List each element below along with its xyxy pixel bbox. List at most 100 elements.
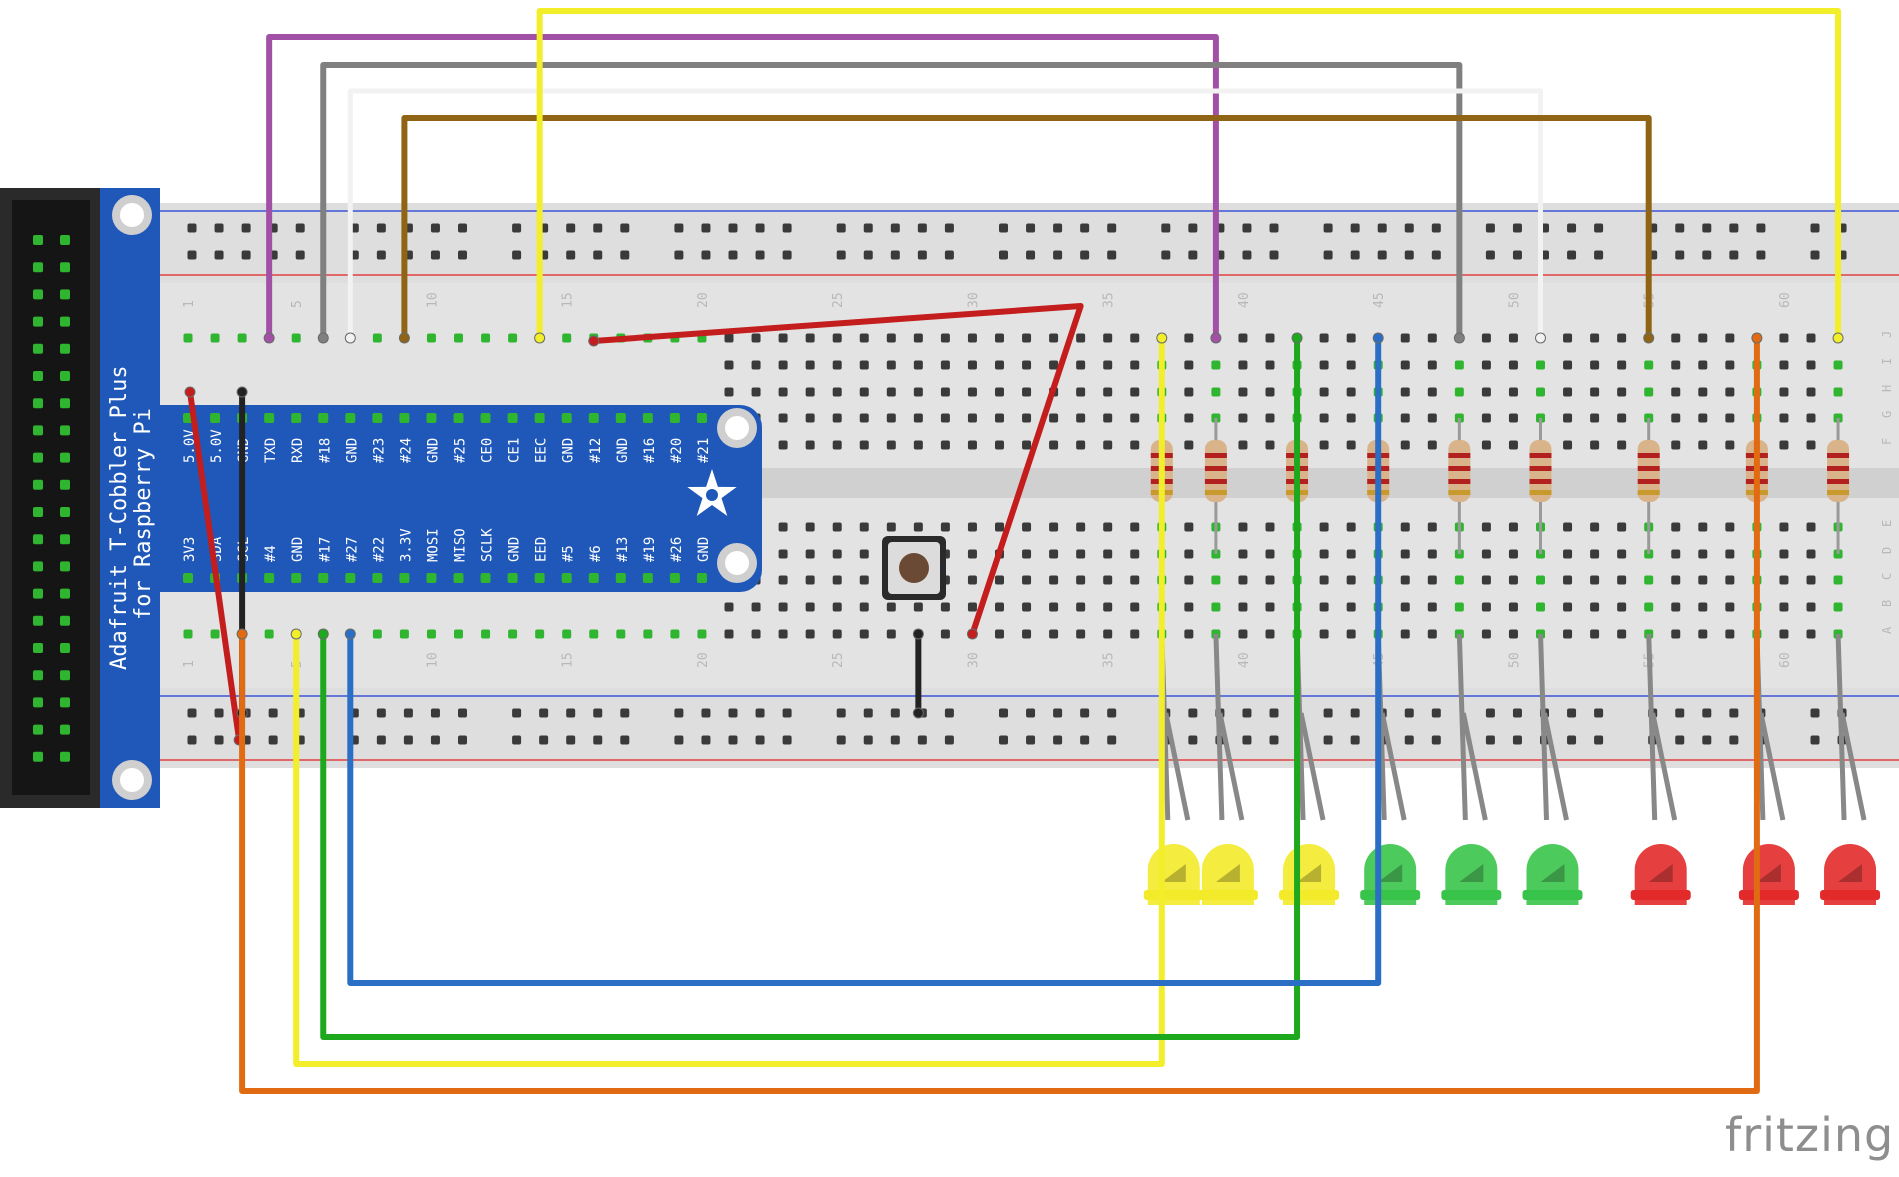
wire-blue xyxy=(347,338,1382,986)
breadboard-hole xyxy=(1319,602,1329,612)
breadboard-hole xyxy=(832,629,842,639)
cobbler-pin xyxy=(615,573,626,583)
wire-end xyxy=(398,332,410,344)
rail-hole xyxy=(1080,223,1090,233)
led-lead xyxy=(1538,633,1549,821)
rail-hole xyxy=(701,735,711,745)
breadboard-hole xyxy=(1779,333,1789,343)
column-number: 15 xyxy=(561,292,576,308)
breadboard-hole xyxy=(1427,522,1437,532)
gpio-header-pin xyxy=(33,697,43,708)
breadboard-hole xyxy=(886,360,896,370)
breadboard-hole xyxy=(1563,575,1573,585)
breadboard-hole xyxy=(859,413,869,423)
breadboard-hole xyxy=(1346,440,1356,450)
breadboard-hole xyxy=(1319,549,1329,559)
gpio-header-pin xyxy=(60,398,70,409)
breadboard-hole xyxy=(1130,629,1140,639)
breadboard-hole xyxy=(1481,629,1491,639)
rail-hole xyxy=(755,223,765,233)
cobbler-pin-label: #26 xyxy=(669,537,685,562)
cobbler-pin-label: MISO xyxy=(453,528,469,562)
gpio-header-pin xyxy=(60,235,70,245)
breadboard-hole xyxy=(832,360,842,370)
breadboard-hole xyxy=(1238,549,1248,559)
breadboard-hole xyxy=(805,575,815,585)
breadboard-hole xyxy=(778,549,788,559)
rail-hole xyxy=(376,223,386,233)
cobbler-pin xyxy=(291,573,302,583)
rail-hole xyxy=(1377,223,1387,233)
resistor-band xyxy=(1529,490,1552,495)
breadboard-hole xyxy=(751,387,761,397)
cobbler-pin-label: GND xyxy=(696,537,712,562)
column-number: 30 xyxy=(966,292,981,308)
breadboard-hole xyxy=(1671,549,1681,559)
breadboard-hole xyxy=(1427,602,1437,612)
breadboard-hole xyxy=(1400,575,1410,585)
rail-hole xyxy=(1269,223,1279,233)
breadboard-hole xyxy=(1698,387,1708,397)
breadboard-hole xyxy=(1536,575,1545,585)
rail-hole xyxy=(1485,735,1495,745)
wire-end xyxy=(588,335,600,347)
rail-hole xyxy=(674,735,684,745)
breadboard-hole xyxy=(832,387,842,397)
cobbler-pin xyxy=(669,413,680,423)
rail-hole xyxy=(430,735,440,745)
cobbler-pin xyxy=(399,573,410,583)
rail-hole xyxy=(458,708,467,718)
column-number: 20 xyxy=(696,292,711,308)
breadboard-hole xyxy=(886,387,896,397)
rail-hole xyxy=(1323,708,1333,718)
breadboard-hole xyxy=(183,333,193,343)
breadboard-hole xyxy=(1644,602,1654,612)
rail-hole xyxy=(1702,250,1712,260)
led-lead xyxy=(1217,712,1245,821)
row-letter: D xyxy=(1880,547,1894,554)
breadboard-hole xyxy=(751,602,761,612)
rail-hole xyxy=(1404,708,1414,718)
breadboard-hole xyxy=(481,333,491,343)
rail-hole xyxy=(566,223,576,233)
resistor-band xyxy=(1637,490,1660,495)
resistor-band xyxy=(1448,490,1471,495)
breadboard-hole xyxy=(832,413,842,423)
breadboard-hole xyxy=(1049,629,1059,639)
breadboard-hole xyxy=(1319,629,1329,639)
breadboard-hole xyxy=(1427,629,1437,639)
cobbler-pin xyxy=(669,573,680,583)
breadboard-hole xyxy=(1617,629,1627,639)
wire-brown xyxy=(401,115,1652,338)
gpio-header-pin xyxy=(33,561,43,572)
breadboard-hole xyxy=(1644,387,1654,397)
cobbler-pin-label: 3.3V xyxy=(398,528,414,562)
row-letter: I xyxy=(1880,358,1894,365)
rail-hole xyxy=(755,708,765,718)
rail-hole xyxy=(1675,735,1685,745)
rail-hole xyxy=(295,223,305,233)
gpio-header-pin xyxy=(60,479,70,490)
rail-hole xyxy=(620,708,630,718)
row-letter: E xyxy=(1880,520,1894,527)
cobbler-pin-label: 5.0V xyxy=(209,429,225,463)
cobbler-pin xyxy=(480,413,491,423)
breadboard-hole xyxy=(859,333,869,343)
breadboard-hole xyxy=(1779,440,1789,450)
cobbler-pin xyxy=(642,413,653,423)
breadboard-hole xyxy=(1779,387,1789,397)
breadboard-hole xyxy=(1265,387,1275,397)
breadboard-hole xyxy=(1400,360,1410,370)
wire-end xyxy=(317,628,329,640)
breadboard-hole xyxy=(1265,333,1275,343)
column-number: 50 xyxy=(1507,652,1522,668)
cobbler-pin xyxy=(588,573,599,583)
row-letter: G xyxy=(1880,411,1894,418)
breadboard-hole xyxy=(1184,602,1194,612)
breadboard-hole xyxy=(1238,360,1248,370)
breadboard-hole xyxy=(1481,333,1491,343)
mounting-hole xyxy=(725,551,749,575)
rail-hole xyxy=(728,250,738,260)
rail-hole xyxy=(1053,735,1063,745)
breadboard-hole xyxy=(1725,602,1735,612)
